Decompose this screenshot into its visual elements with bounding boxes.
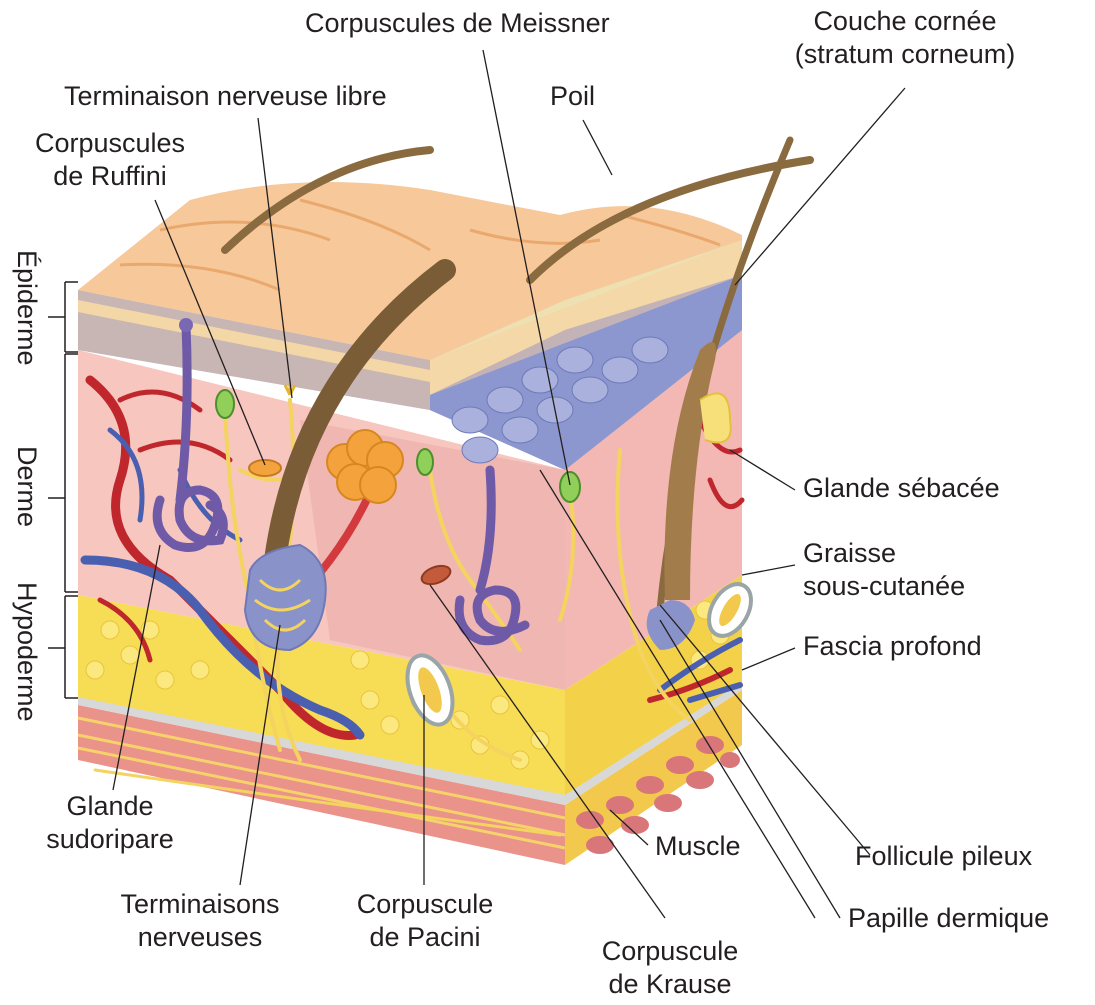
label-dermal-papilla: Papille dermique [848,902,1049,935]
label-hair-follicle: Follicule pileux [855,840,1032,873]
sweat-pore [179,318,193,332]
label-sweat-gland: Glande sudoripare [20,790,200,856]
layer-label-epidermis: Épiderme [12,250,42,366]
label-nerve-endings: Terminaisons nerveuses [90,888,310,954]
label-sebaceous-gland: Glande sébacée [803,472,1000,505]
label-meissner-corpuscles: Corpuscules de Meissner [305,7,610,40]
label-subcutaneous-fat: Graisse sous-cutanée [803,537,965,603]
label-muscle: Muscle [655,830,741,863]
layer-label-hypodermis: Hypoderme [12,582,42,722]
label-stratum-corneum: Couche cornée (stratum corneum) [765,5,1045,71]
layer-brackets [48,282,78,698]
label-hair: Poil [550,80,595,113]
label-krause-corpuscle: Corpuscule de Krause [575,935,765,1001]
label-ruffini-corpuscles: Corpuscules de Ruffini [10,127,210,193]
label-free-nerve-ending: Terminaison nerveuse libre [64,80,387,113]
label-pacinian-corpuscle: Corpuscule de Pacini [330,888,520,954]
label-deep-fascia: Fascia profond [803,630,982,663]
layer-label-dermis: Derme [12,446,42,527]
